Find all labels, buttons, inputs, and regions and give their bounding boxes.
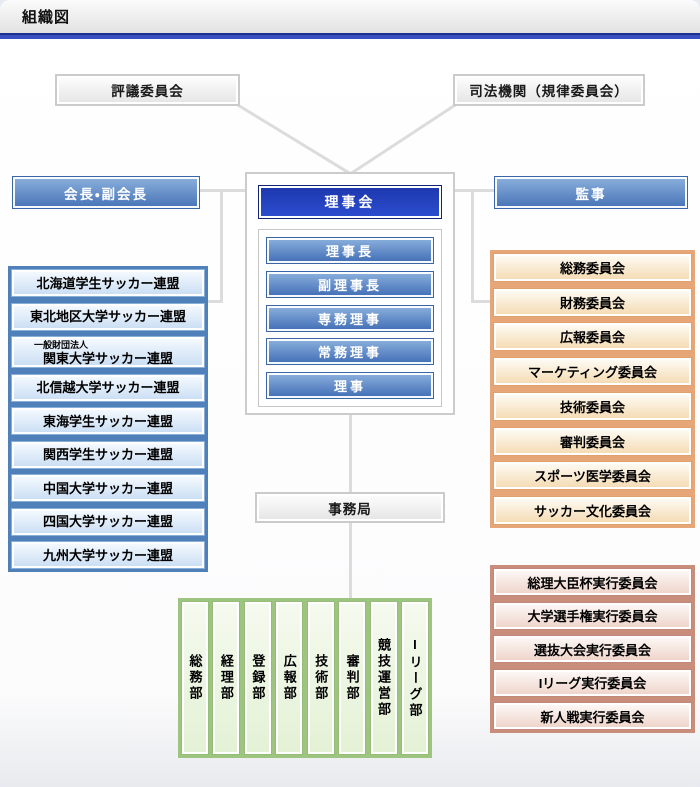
department-box: Iリーグ部 bbox=[400, 601, 429, 755]
federation-box: 九州大学サッカー連盟 bbox=[11, 541, 205, 569]
board-container: 理事会 理事長 副理事長 専務理事 常務理事 理事 bbox=[245, 172, 455, 415]
connector-board-auditor bbox=[454, 189, 495, 192]
department-box: 広報部 bbox=[275, 601, 304, 755]
secretariat-box: 事務局 bbox=[255, 492, 445, 523]
federation-box: 中国大学サッカー連盟 bbox=[11, 474, 205, 502]
federation-box: 東北地区大学サッカー連盟 bbox=[11, 302, 205, 331]
department-box: 総務部 bbox=[181, 601, 209, 755]
connector-secretariat-departments bbox=[349, 523, 352, 598]
committee-box: 審判委員会 bbox=[493, 426, 692, 456]
federation-box: 関西学生サッカー連盟 bbox=[11, 440, 205, 469]
department-box: 競技運営部 bbox=[369, 601, 398, 755]
board-member-box: 常務理事 bbox=[266, 338, 434, 366]
federation-label: 九州大学サッカー連盟 bbox=[42, 547, 173, 563]
president-box: 会長・副会長 bbox=[12, 176, 200, 209]
exec-committee-box: 大学選手権実行委員会 bbox=[493, 601, 692, 630]
departments-container: 総務部 経理部 登録部 広報部 技術部 審判部 競技運営部 Iリーグ部 bbox=[178, 598, 432, 758]
connector-judicial-board bbox=[349, 103, 457, 175]
connector-president-board bbox=[200, 189, 246, 192]
committee-box: スポーツ医学委員会 bbox=[493, 461, 692, 491]
department-box: 技術部 bbox=[306, 601, 335, 755]
auditor-box: 監事 bbox=[494, 176, 688, 209]
connector-right-branch-vertical bbox=[471, 189, 474, 303]
federation-label: 関東大学サッカー連盟 bbox=[42, 351, 173, 366]
board-member-box: 専務理事 bbox=[266, 304, 434, 332]
connector-left-branch-vertical bbox=[220, 189, 223, 303]
board-members-group: 理事長 副理事長 専務理事 常務理事 理事 bbox=[258, 229, 442, 407]
federation-label: 北海道学生サッカー連盟 bbox=[36, 275, 180, 291]
federation-prefix: 一般財団法人 bbox=[34, 340, 89, 350]
connector-council-board bbox=[236, 103, 352, 176]
connector-board-secretariat bbox=[349, 415, 352, 492]
committee-box: マーケティング委員会 bbox=[493, 357, 692, 387]
federations-container: 北海道学生サッカー連盟 東北地区大学サッカー連盟 一般財団法人 関東大学サッカー… bbox=[8, 266, 208, 572]
federation-label: 北信越大学サッカー連盟 bbox=[36, 380, 180, 395]
page-header: 組織図 bbox=[0, 0, 700, 33]
department-box: 登録部 bbox=[243, 601, 272, 755]
exec-committee-box: 総理大臣杯実行委員会 bbox=[493, 568, 692, 596]
federation-box: 東海学生サッカー連盟 bbox=[11, 407, 205, 435]
federation-label: 関西学生サッカー連盟 bbox=[42, 447, 173, 462]
board-member-box: 理事長 bbox=[266, 237, 434, 264]
federation-label: 四国大学サッカー連盟 bbox=[42, 514, 173, 529]
board-member-box: 理事 bbox=[266, 372, 434, 399]
federation-label: 中国大学サッカー連盟 bbox=[42, 480, 173, 496]
board-title-box: 理事会 bbox=[258, 185, 442, 219]
board-member-box: 副理事長 bbox=[266, 270, 434, 298]
connector-committees-branch bbox=[471, 300, 491, 303]
committee-box: サッカー文化委員会 bbox=[493, 495, 692, 525]
header-divider bbox=[0, 33, 700, 39]
committee-box: 財務委員会 bbox=[493, 287, 692, 317]
exec-committee-box: 新人戦実行委員会 bbox=[493, 702, 692, 730]
exec-committee-box: Iリーグ実行委員会 bbox=[493, 668, 692, 697]
committee-box: 技術委員会 bbox=[493, 391, 692, 421]
council-box: 評議委員会 bbox=[55, 74, 240, 106]
page-title: 組織図 bbox=[22, 9, 71, 26]
department-box: 審判部 bbox=[338, 601, 367, 755]
committee-box: 広報委員会 bbox=[493, 322, 692, 352]
federation-box: 北海道学生サッカー連盟 bbox=[11, 269, 205, 297]
federation-label: 東海学生サッカー連盟 bbox=[42, 413, 173, 429]
federation-box: 一般財団法人 関東大学サッカー連盟 bbox=[11, 336, 205, 368]
exec-committee-box: 選抜大会実行委員会 bbox=[493, 635, 692, 663]
judicial-box: 司法機関（規律委員会） bbox=[453, 74, 645, 106]
federation-box: 北信越大学サッカー連盟 bbox=[11, 373, 205, 402]
exec-committees-container: 総理大臣杯実行委員会 大学選手権実行委員会 選抜大会実行委員会 Iリーグ実行委員… bbox=[490, 565, 695, 733]
connector-federations-branch bbox=[207, 300, 223, 303]
federation-box: 四国大学サッカー連盟 bbox=[11, 507, 205, 536]
federation-label: 東北地区大学サッカー連盟 bbox=[29, 309, 186, 324]
department-box: 経理部 bbox=[212, 601, 241, 755]
committee-box: 総務委員会 bbox=[493, 253, 692, 282]
committees-container: 総務委員会 財務委員会 広報委員会 マーケティング委員会 技術委員会 審判委員会… bbox=[490, 250, 695, 528]
